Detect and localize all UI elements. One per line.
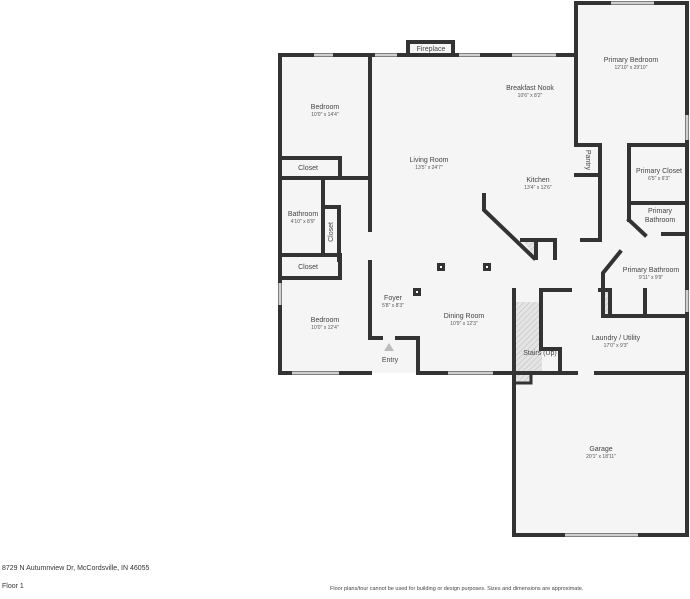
garage-label: Garage (589, 446, 612, 453)
floor-label: Floor 1 (2, 583, 24, 590)
closet-top-label: Closet (298, 165, 318, 172)
laundry-dims: 17'0" x 9'3" (604, 343, 629, 349)
closet-mid-label: Closet (298, 264, 318, 271)
entry-arrow-icon (384, 343, 394, 351)
primary-closet-label: Primary Closet (636, 168, 682, 175)
primary-bathroom-label: Primary Bathroom (623, 267, 680, 274)
primary-bedroom-label: Primary Bedroom (604, 57, 659, 64)
kitchen-dims: 13'4" x 12'6" (524, 185, 552, 191)
living-room-dims: 13'5" x 24'7" (415, 165, 443, 171)
primary-bathroom-small-label-1: Primary (648, 208, 673, 215)
bedroom-bottom-label: Bedroom (311, 317, 340, 324)
columns (413, 263, 491, 296)
foyer-dims: 5'8" x 8'3" (382, 303, 404, 309)
primary-closet-dims: 6'5" x 6'3" (648, 176, 670, 182)
entry-label: Entry (382, 357, 399, 364)
disclaimer-text: Floor plans/tour cannot be used for buil… (330, 586, 584, 592)
primary-bedroom-dims: 12'10" x 29'10" (615, 65, 648, 71)
pantry-label: Pantry (584, 150, 591, 171)
breakfast-nook-label: Breakfast Nook (506, 85, 554, 92)
dining-room-dims: 10'9" x 12'3" (450, 321, 478, 327)
windows (278, 1, 689, 537)
property-address: 8729 N Autumnview Dr, McCordsville, IN 4… (2, 565, 150, 572)
dining-room-label: Dining Room (444, 313, 485, 320)
fireplace-label: Fireplace (417, 46, 446, 53)
breakfast-nook-dims: 10'6" x 8'2" (518, 93, 543, 99)
bedroom-top-label: Bedroom (311, 104, 340, 111)
closet-vertical-label: Closet (328, 222, 335, 242)
primary-bathroom-dims: 9'11" x 9'9" (639, 275, 663, 281)
kitchen-label: Kitchen (526, 177, 549, 184)
foyer-label: Foyer (384, 295, 403, 302)
stairs-hatch (514, 302, 542, 372)
living-room-label: Living Room (410, 157, 449, 164)
stairs-label: Stairs (Up) (523, 350, 556, 357)
room-labels: Fireplace Bedroom 10'0" x 14'4" Closet B… (288, 46, 682, 460)
bathroom-label: Bathroom (288, 211, 319, 218)
laundry-label: Laundry / Utility (592, 335, 641, 342)
garage-dims: 20'1" x 18'11" (586, 454, 616, 460)
bathroom-dims: 4'10" x 8'9" (291, 219, 316, 225)
stairs-landing-hatch (516, 373, 531, 383)
floor-plan: Fireplace Bedroom 10'0" x 14'4" Closet B… (278, 1, 689, 537)
bedroom-bottom-dims: 10'0" x 12'4" (311, 325, 339, 331)
primary-bathroom-small-label-2: Bathroom (645, 217, 676, 224)
kitchen-counter-hatch (522, 240, 536, 257)
bedroom-top-dims: 10'0" x 14'4" (311, 112, 339, 118)
